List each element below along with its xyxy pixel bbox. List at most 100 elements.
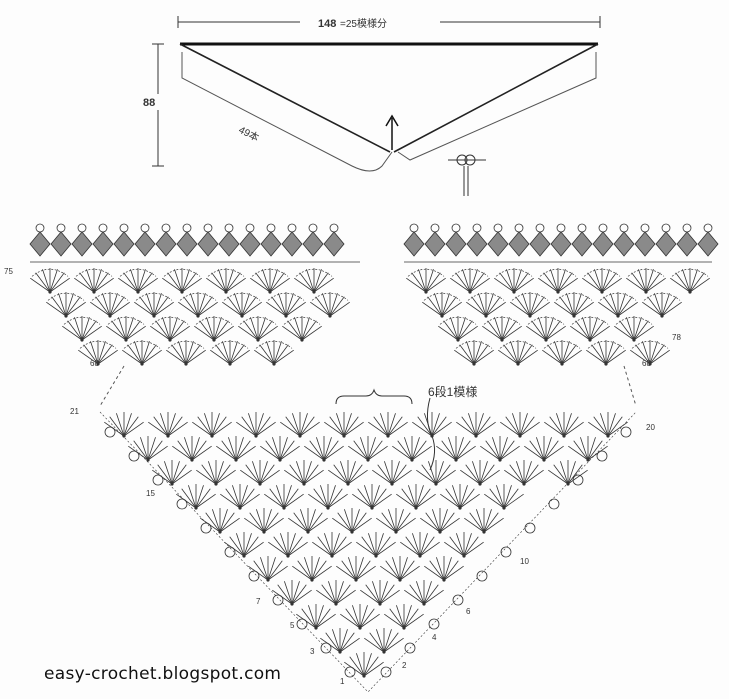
fan-spoke	[134, 301, 155, 317]
fan-spoke	[443, 320, 459, 341]
fan-spoke	[97, 341, 106, 365]
fan-spoke	[631, 272, 647, 293]
fan-spoke	[331, 536, 347, 557]
fan-spoke	[178, 301, 199, 317]
fan-spoke	[566, 293, 575, 317]
fan-spoke	[280, 533, 289, 557]
fan-spoke	[567, 461, 576, 485]
fan-base-dot	[240, 314, 244, 318]
fan-spoke	[241, 301, 262, 317]
fan-spoke	[457, 317, 466, 341]
edging-picot	[287, 223, 297, 233]
fan-arc	[123, 340, 161, 349]
fan-spoke	[473, 349, 494, 365]
fan-spoke	[147, 445, 168, 461]
fan-spoke	[49, 269, 58, 293]
fan-spoke	[328, 469, 349, 485]
fan-spoke	[332, 629, 341, 653]
edging-diamond	[218, 231, 240, 257]
fan-spoke	[269, 272, 285, 293]
fan-spoke	[49, 272, 65, 293]
fan-spoke	[649, 341, 658, 365]
edge-loop	[500, 546, 512, 558]
fan-spoke	[241, 296, 257, 317]
fan-spoke	[49, 277, 70, 293]
fan-spoke	[199, 320, 215, 341]
edging-diamond	[323, 231, 345, 257]
fan-spoke	[633, 317, 642, 341]
fan-base-dot	[254, 434, 258, 438]
fan-spoke	[404, 589, 425, 605]
fan-spoke	[417, 416, 433, 437]
fan-spoke	[411, 445, 432, 461]
fan-spoke	[633, 325, 654, 341]
fan-spoke	[412, 533, 421, 557]
fan-base-dot	[422, 602, 426, 606]
fan-spoke	[503, 488, 519, 509]
fan-spoke	[517, 349, 538, 365]
fan-spoke	[287, 541, 308, 557]
fan-spoke	[475, 421, 496, 437]
row-label-right: 78	[672, 333, 681, 342]
fan-base-dot	[442, 578, 446, 582]
fan-spoke	[332, 517, 353, 533]
fan-spoke	[93, 269, 102, 293]
fan-spoke	[379, 589, 400, 605]
fan-arc	[283, 316, 321, 325]
fan-spoke	[243, 320, 259, 341]
row-label-left: 1	[340, 677, 345, 686]
fan-base-dot	[92, 290, 96, 294]
fan-spoke	[548, 469, 569, 485]
fan-spoke	[293, 512, 309, 533]
fan-spoke	[371, 488, 387, 509]
fan-spoke	[123, 413, 132, 437]
fan-spoke	[331, 541, 352, 557]
fan-spoke	[324, 533, 333, 557]
fan-spoke	[536, 437, 545, 461]
fan-spoke	[431, 416, 447, 437]
fan-base-dot	[268, 290, 272, 294]
fan-spoke	[185, 341, 194, 365]
fan-spoke	[262, 269, 271, 293]
fan-arc	[211, 340, 249, 349]
fan-spoke	[573, 296, 589, 317]
fan-spoke	[465, 464, 481, 485]
fan-spoke	[435, 461, 444, 485]
fan-spoke	[153, 293, 162, 317]
fan-spoke	[512, 413, 521, 437]
fan-spoke	[550, 269, 559, 293]
fan-spoke	[375, 533, 384, 557]
fan-spoke	[501, 317, 510, 341]
fan-spoke	[125, 325, 146, 341]
fan-base-dot	[228, 362, 232, 366]
fan-spoke	[336, 413, 345, 437]
connector-right	[623, 365, 637, 407]
fan-spoke	[245, 464, 261, 485]
fan-spoke	[605, 349, 626, 365]
fan-spoke	[373, 416, 389, 437]
fan-spoke	[218, 269, 227, 293]
fan-spoke	[260, 557, 269, 581]
row-label-right: 10	[520, 557, 529, 566]
fan-spoke	[141, 344, 157, 365]
fan-base-dot	[334, 602, 338, 606]
fan-spoke	[216, 445, 237, 461]
fan-spoke	[122, 349, 143, 365]
fan-spoke	[396, 493, 417, 509]
fan-spoke	[335, 584, 351, 605]
fan-spoke	[411, 437, 420, 461]
row-label-right: 20	[646, 423, 655, 432]
fan-spoke	[416, 581, 425, 605]
fan-base-dot	[224, 290, 228, 294]
row-label-right: 2	[402, 661, 407, 670]
fan-spoke	[171, 461, 180, 485]
fan-arc	[643, 292, 681, 301]
row-label-right: 6	[466, 607, 471, 616]
fan-spoke	[220, 493, 241, 509]
fan-spoke	[553, 464, 569, 485]
fan-spoke	[682, 269, 691, 293]
fan-spoke	[263, 517, 284, 533]
fan-spoke	[244, 517, 265, 533]
fan-spoke	[74, 277, 95, 293]
fan-arc	[255, 340, 293, 349]
